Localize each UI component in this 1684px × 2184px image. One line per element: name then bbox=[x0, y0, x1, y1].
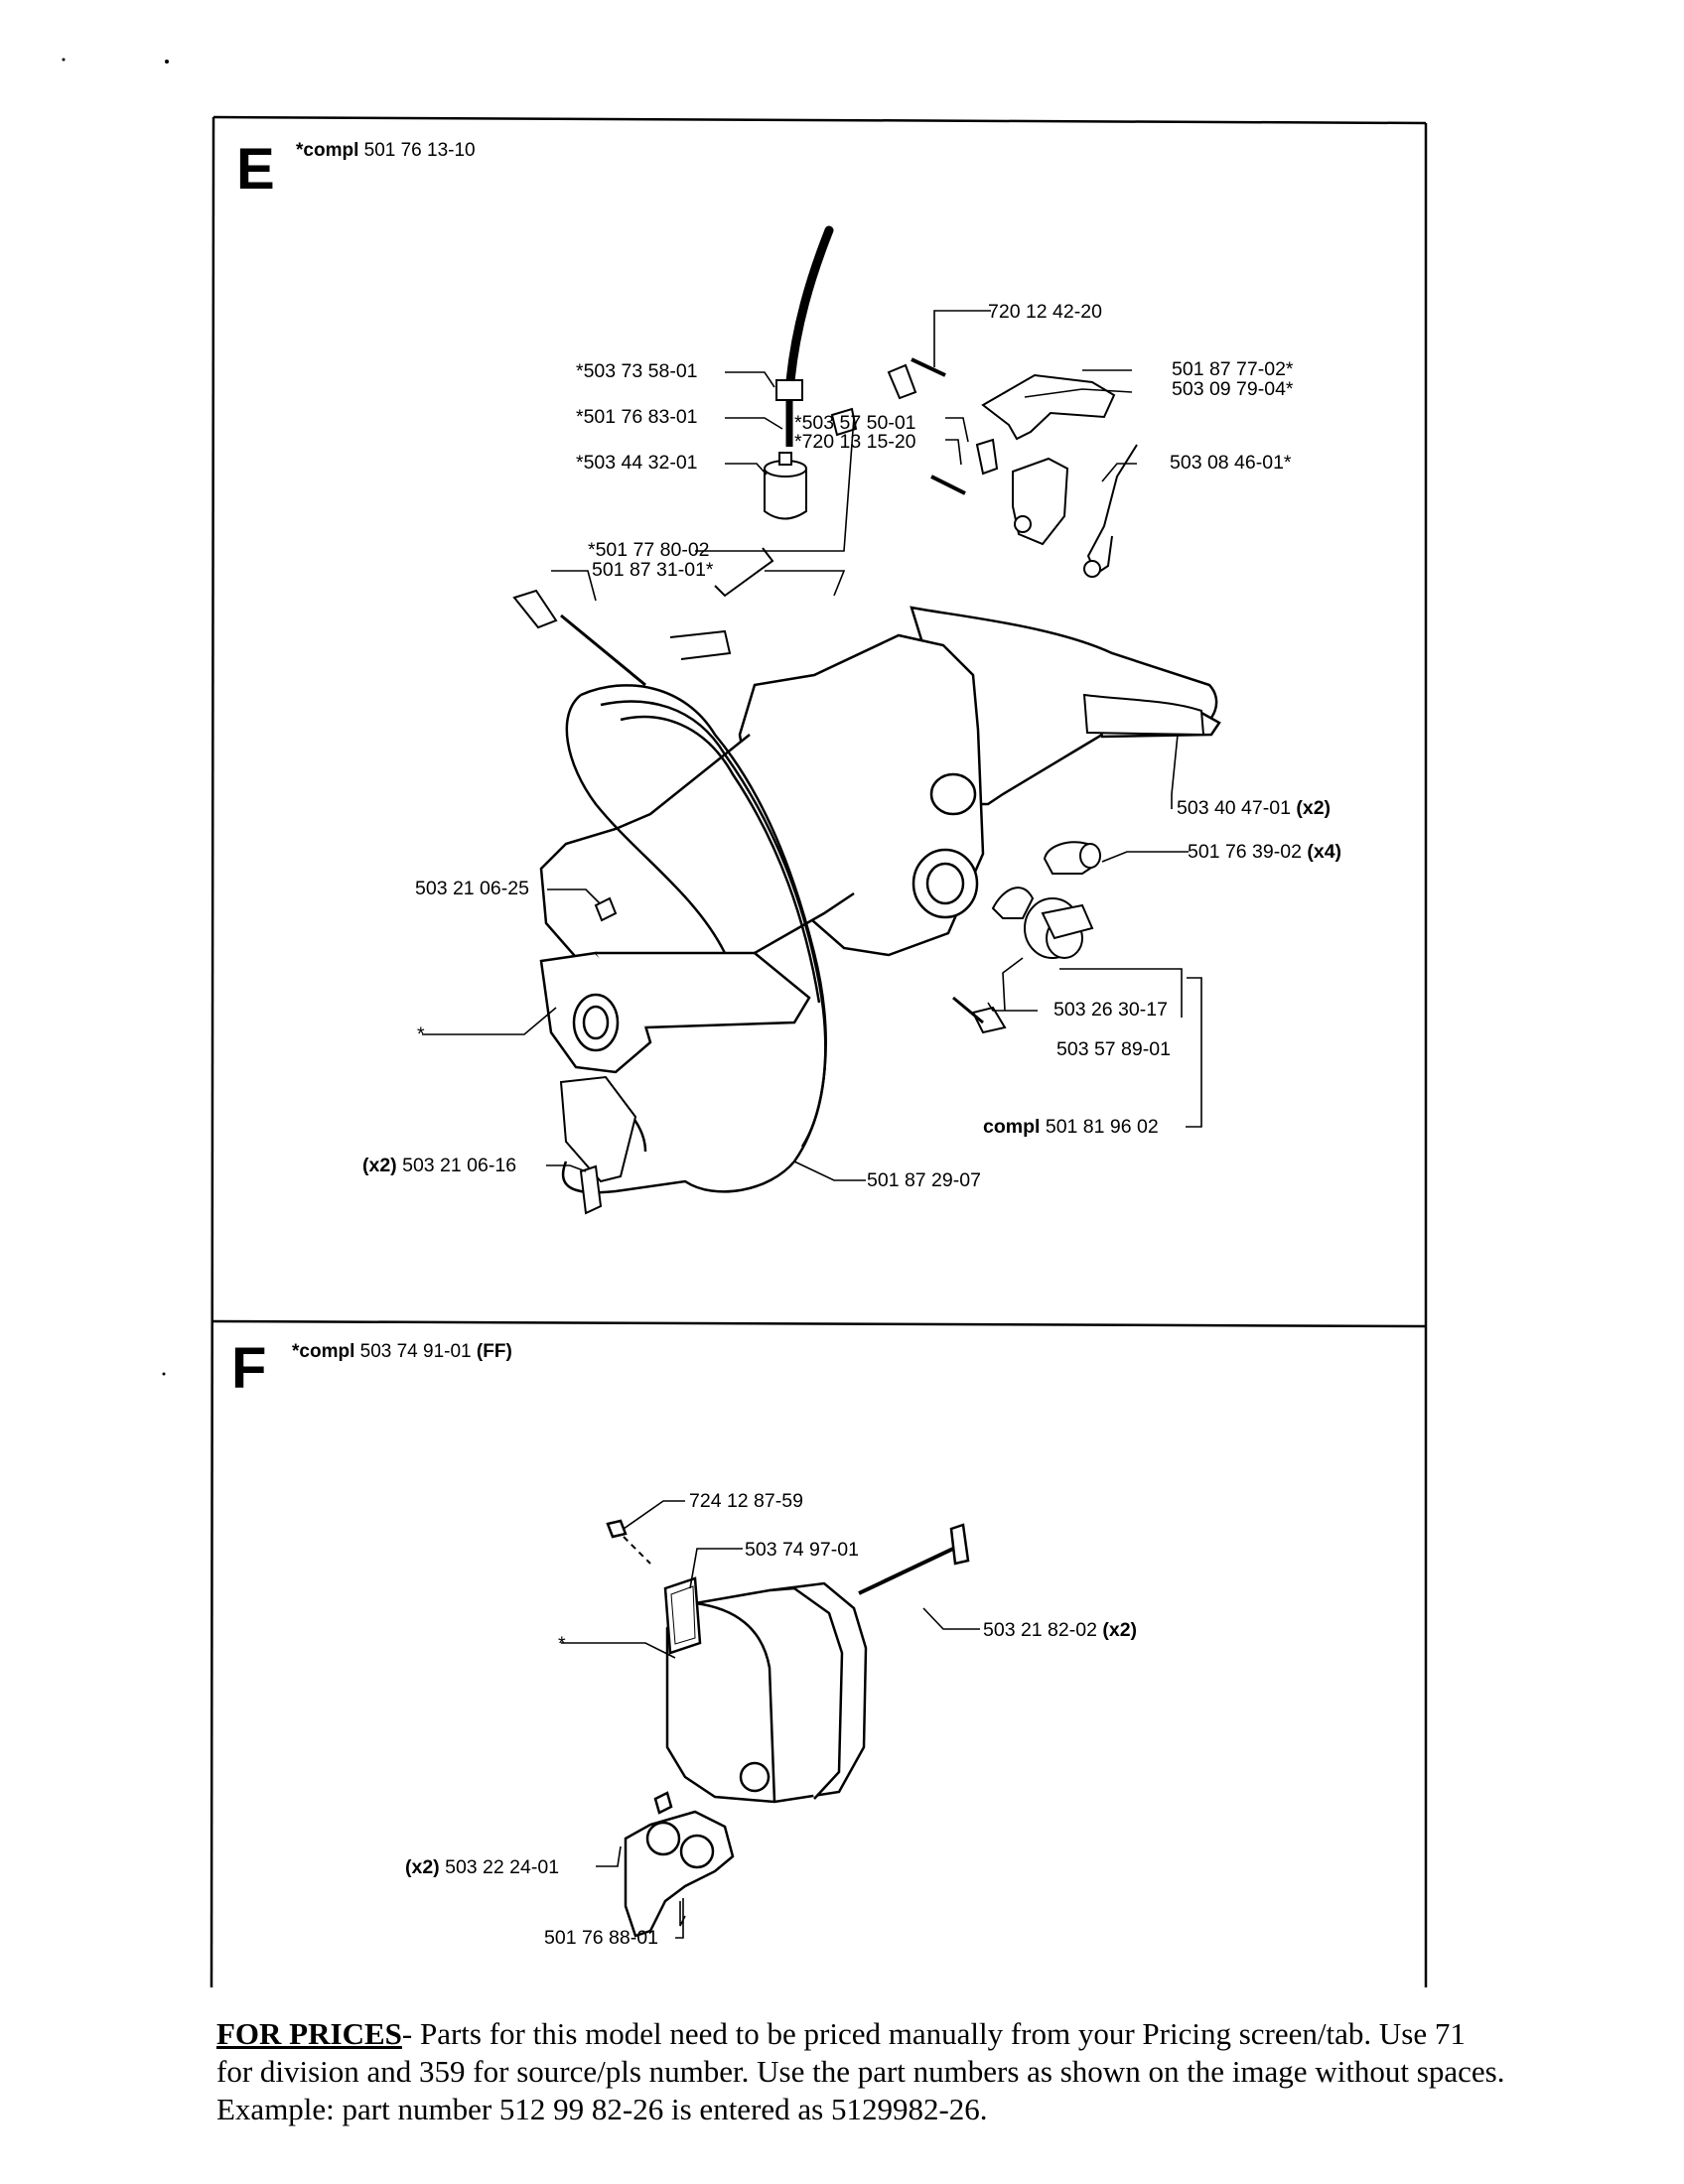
pricing-note-text: - Parts for this model need to be priced… bbox=[216, 2016, 1505, 2126]
throttle-parts-illustration bbox=[911, 357, 1138, 578]
panel-f-letter: F bbox=[231, 1336, 266, 1401]
callout-asterisk-f: * bbox=[558, 1633, 566, 1655]
callout-503-21-06-25: 503 21 06-25 bbox=[415, 878, 529, 899]
rear-handle-body-illustration bbox=[539, 606, 1221, 1074]
pricing-note-lead: FOR PRICES bbox=[216, 2016, 402, 2051]
callout-503-22-24-01: (x2) 503 22 24-01 bbox=[405, 1856, 559, 1878]
panel-f: F *compl 503 74 91-01 (FF) bbox=[231, 1336, 1137, 1949]
panel-e-compl: *compl 501 76 13-10 bbox=[296, 140, 476, 161]
callout-503-09-79-04: 503 09 79-04* bbox=[1172, 378, 1294, 400]
callout-503-26-30-17: 503 26 30-17 bbox=[1053, 999, 1168, 1021]
pricing-note: FOR PRICES- Parts for this model need to… bbox=[216, 2015, 1507, 2128]
panel-frames bbox=[210, 115, 1428, 1988]
callout-501-76-39-02: 501 76 39-02 (x4) bbox=[1188, 841, 1341, 863]
scan-specks bbox=[62, 58, 169, 1376]
callout-501-87-77-02: 501 87 77-02* bbox=[1172, 358, 1294, 380]
callout-501-87-31-01: 501 87 31-01* bbox=[592, 559, 714, 581]
callout-503-08-46-01: 503 08 46-01* bbox=[1170, 452, 1292, 474]
fuel-hose-illustration bbox=[775, 225, 834, 447]
callout-501-77-80-02: *501 77 80-02 bbox=[588, 539, 710, 561]
callout-501-76-83-01: *501 76 83-01 bbox=[576, 406, 698, 428]
callout-503-44-32-01: *503 44 32-01 bbox=[576, 452, 698, 474]
callout-asterisk-e: * bbox=[417, 1024, 425, 1045]
callout-503-74-97-01: 503 74 97-01 bbox=[745, 1539, 859, 1561]
fuel-filter-illustration bbox=[764, 452, 807, 520]
small-parts-illustration bbox=[559, 693, 1205, 1215]
callout-503-57-50-01: *503 57 50-01 bbox=[794, 412, 916, 434]
panel-e-letter: E bbox=[236, 137, 275, 202]
muffler-illustration bbox=[606, 1519, 970, 1938]
callout-503-40-47-01: 503 40 47-01 (x2) bbox=[1177, 797, 1331, 819]
callout-720-12-42-20: 720 12 42-20 bbox=[988, 301, 1102, 323]
panel-e-leader-lines bbox=[422, 310, 1202, 1181]
callout-503-21-82-02: 503 21 82-02 (x2) bbox=[983, 1619, 1137, 1641]
callout-720-13-15-20: *720 13 15-20 bbox=[794, 431, 916, 453]
callout-503-57-89-01: 503 57 89-01 bbox=[1056, 1038, 1171, 1060]
front-handle-bar-illustration bbox=[561, 684, 827, 1194]
callout-503-73-58-01: *503 73 58-01 bbox=[576, 360, 698, 382]
choke-link-illustration bbox=[512, 363, 917, 687]
callout-501-76-88-01: 501 76 88-01 bbox=[544, 1927, 658, 1949]
callout-724-12-87-59: 724 12 87-59 bbox=[689, 1490, 803, 1512]
callout-503-21-06-16: (x2) 503 21 06-16 bbox=[362, 1155, 516, 1176]
callout-501-87-29-07: 501 87 29-07 bbox=[867, 1169, 981, 1191]
panel-f-compl: *compl 503 74 91-01 (FF) bbox=[292, 1341, 512, 1362]
callout-compl-501-81-96-02: compl 501 81 96 02 bbox=[983, 1116, 1159, 1138]
panel-f-leader-lines bbox=[561, 1500, 980, 1939]
panel-e: E *compl 501 76 13-10 bbox=[236, 137, 1341, 1215]
